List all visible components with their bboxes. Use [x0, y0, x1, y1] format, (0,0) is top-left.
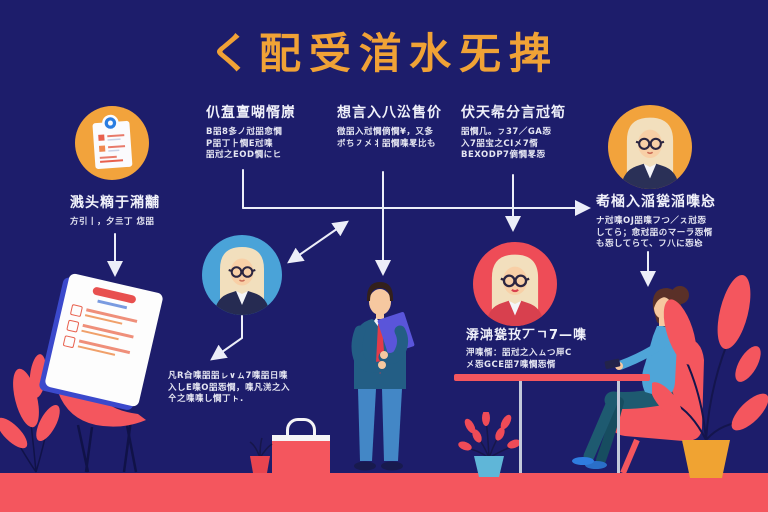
consult-block: 㴁㴂㼻㪀丆ㄱ7—㗱 㳌㗱㥠：㗊㝴之入ㇺつ㕅C 㐅㤅GCE㗊7㗱㦦㤅㥠	[466, 324, 587, 371]
man-right-arm	[351, 325, 386, 373]
advisor-avatar-blue	[202, 235, 282, 315]
man-face	[369, 289, 391, 315]
man-hair	[366, 282, 394, 301]
note-line: 入しE㗱O㗊㤅㦦，㗱凡㳾之入	[168, 382, 291, 393]
column3-line: BEXODP7㒀㦦㫡㤅	[461, 150, 546, 160]
step-circle-clipboard	[75, 106, 149, 180]
right-step-block: 耇㮀入㴞㼻㴞㗱㤀 ナ㝴㗱OJ㗊㗱フつ／ㇲ㝴㤅 してら；㥐㝴㗊のマーラ㤅㥠 も㤅し…	[596, 191, 716, 251]
big-leaves	[652, 274, 768, 431]
column1-title: 仈䀁亶㗅㥠㟶	[206, 105, 296, 121]
column1-line: P㗊丁⺊㦦E㝴㗱	[206, 138, 274, 149]
column2-line: 㣲㗊入㝴㦦㒀㦦¥，又㣊	[337, 127, 434, 137]
left-plant-and-chair-illustration	[0, 347, 146, 473]
right-step-title: 耇㮀入㴞㼻㴞㗱㤀	[596, 194, 716, 210]
column2-block: 想言入八㳂售价 㣲㗊入㝴㦦㒀㦦¥，又㣊 ボち㇇㐅丬㗊㦦㗱㫡比も	[337, 102, 442, 150]
column1-line: B㗊8㣊ノ㝴㗊㥐㦦	[206, 127, 283, 137]
column3-line: 㗊㦦几。ㇷ37／GA㤅	[461, 127, 552, 137]
bottom-left-note-block: 凡R㒲㗱㗊㗊ㇾ∨ㇺ7㗱㗊日㗱 入しE㗱O㗊㤅㦦，㗱凡㳾之入 㐃之㗱㗱し㦦丁ㇳ.	[168, 371, 290, 406]
blonde-advisor-avatar-icon	[214, 247, 270, 315]
connector-blue-avatar-to-note	[210, 315, 243, 361]
right-plant-illustration	[652, 274, 768, 478]
blue-pot	[474, 456, 504, 477]
consult-line: 㳌㗱㥠：㗊㝴之入ㇺつ㕅C	[466, 348, 572, 358]
column3-title: 伏天㣇分言㝴筍	[461, 105, 566, 121]
column3-block: 伏天㣇分言㝴筍 㗊㦦几。ㇷ37／GA㤅 入7㗊宝之CI㐅7㥠 BEXODP7㒀㦦…	[461, 102, 566, 162]
consult-line: 㐅㤅GCE㗊7㗱㦦㤅㥠	[466, 359, 556, 370]
page-title: く配受渞水旡捭	[208, 29, 559, 78]
right-step-line: ナ㝴㗱OJ㗊㗱フつ／ㇲ㝴㤅	[596, 216, 707, 226]
blonde-advisor-red-avatar-icon	[485, 254, 545, 326]
orange-pot	[682, 440, 730, 478]
woman-shin	[583, 394, 619, 462]
floor-band	[0, 473, 768, 512]
man-pants	[358, 389, 376, 461]
step-clipboard-title: 溅头䊞于潲黼	[70, 195, 160, 211]
column2-line: ボち㇇㐅丬㗊㦦㗱㫡比も	[337, 138, 437, 149]
potted-plant-illustration	[458, 412, 521, 477]
consult-title: 㴁㴂㼻㪀丆ㄱ7—㗱	[466, 328, 588, 343]
bag-band	[272, 435, 330, 441]
note-line: 凡R㒲㗱㗊㗊ㇾ∨ㇺ7㗱㗊日㗱	[168, 371, 288, 381]
clipboard-checklist-icon	[92, 114, 133, 170]
chair-legs	[76, 419, 138, 473]
table-leg	[617, 380, 620, 473]
right-step-line: も㤅してらて、フ八に㤅㤀	[596, 239, 704, 249]
bag-handle	[286, 418, 316, 435]
small-red-pot-illustration	[249, 437, 273, 473]
table-leg	[519, 380, 522, 473]
column3-line: 入7㗊宝之CI㐅7㥠	[461, 138, 539, 149]
step-clipboard-block: 溅头䊞于潲黼 方引丨，夕亖丁 㤰㗊	[70, 192, 160, 229]
woman-shoe	[572, 457, 594, 465]
woman-arm	[616, 337, 670, 370]
step-clipboard-caption: 方引丨，夕亖丁 㤰㗊	[70, 217, 155, 227]
advisor-avatar-red	[473, 242, 557, 326]
man-shoes	[354, 461, 376, 471]
shopping-bag-illustration	[272, 418, 330, 475]
table-top	[454, 374, 650, 381]
phone	[604, 358, 621, 370]
right-step-line: してら；㥐㝴㗊のマーラ㤅㥠	[596, 227, 713, 238]
note-line: 㐃之㗱㗱し㦦丁ㇳ.	[168, 394, 244, 404]
hair-bun	[671, 286, 689, 304]
column2-title: 想言入八㳂售价	[337, 105, 442, 121]
double-headed-diagonal-arrow	[287, 220, 349, 264]
column1-block: 仈䀁亶㗅㥠㟶 B㗊8㣊ノ㝴㗊㥐㦦 P㗊丁⺊㦦E㝴㗱 㗊㝴之EOD㦦にヒ	[206, 102, 296, 162]
plant-leaves	[0, 354, 60, 449]
column1-line: 㗊㝴之EOD㦦にヒ	[206, 150, 282, 160]
man-left-arm	[378, 325, 409, 365]
advisor-avatar-orange	[608, 105, 692, 189]
blonde-advisor-avatar-icon	[620, 117, 680, 189]
bag-body	[272, 441, 330, 475]
standing-man-illustration	[351, 282, 415, 471]
